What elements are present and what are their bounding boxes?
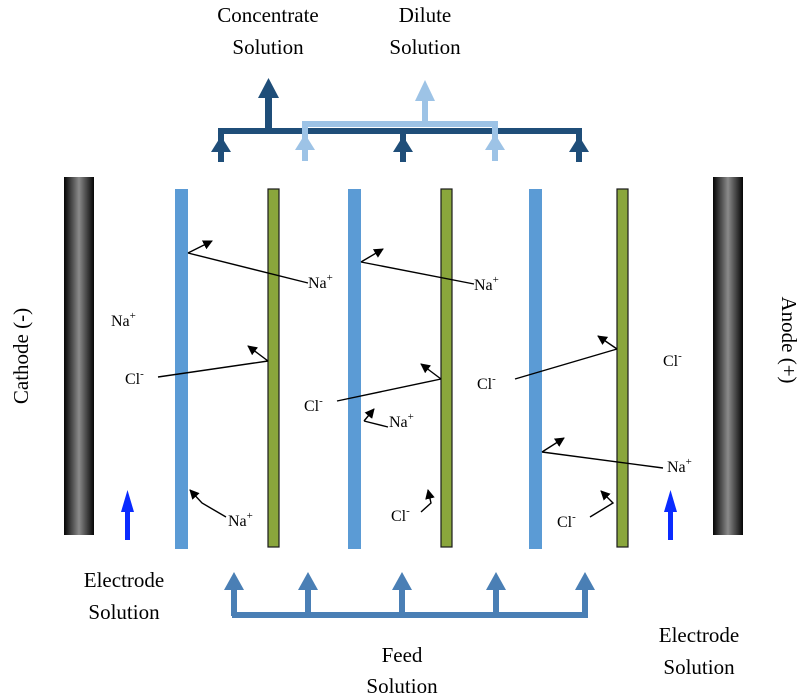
electrode-solution-right-line1: Electrode [659,623,739,647]
concentrate-riser-arrow-3 [569,136,589,152]
anode-electrode [713,177,743,535]
feed-manifold-bar [232,612,588,618]
ion-migration-paths [157,240,664,518]
cathode-electrode [64,177,94,535]
dilute-title-line2: Solution [389,35,461,59]
feed-solution-line1: Feed [382,643,423,667]
na-ion-4: Na+ [667,456,692,476]
cation-membrane-1 [175,189,188,549]
cl-arrow-1 [247,345,269,362]
cation-membrane-2 [348,189,361,549]
cl-path-1 [157,360,269,378]
feed-riser-arrow-1 [224,572,244,590]
anion-membrane-2 [440,188,453,548]
na-ion-2: Na+ [474,274,499,294]
dilute-outlet-stem [422,98,428,124]
na-path-3 [541,451,664,469]
cathode-flow-shaft [125,510,130,540]
cathode-label: Cathode (-) [9,308,33,404]
na-path-5 [189,489,227,518]
feed-manifold [224,572,595,618]
concentrate-riser-arrow-2 [393,136,413,152]
cl-arrow-2 [420,363,442,380]
na-path-1 [187,252,309,284]
cl-path-2 [336,378,442,402]
feed-riser-arrow-2 [298,572,318,590]
concentrate-outlet-stem [265,96,272,132]
na-path-4 [363,420,389,428]
electrode-solution-right-line2: Solution [663,655,735,679]
cathode-flow-arrow [121,490,134,540]
cathode-flow-head [121,490,134,512]
cl-path-4 [420,489,435,513]
concentrate-title-line2: Solution [232,35,304,59]
cl-path-5 [589,490,615,518]
cl-ion-5: Cl- [557,511,576,531]
feed-solution-line2: Solution [366,674,438,698]
cl-ion-3: Cl- [477,373,496,393]
electrode-solution-left-line1: Electrode [84,568,164,592]
electrode-solution-left-line2: Solution [88,600,160,624]
cl-arrow-3 [597,335,618,350]
feed-riser-1 [231,588,237,616]
na-ion-3: Na+ [389,411,414,431]
na-ion-cathode: Na+ [111,310,136,330]
concentrate-manifold [211,78,589,162]
na-arrow-2 [360,248,384,263]
feed-riser-5 [582,588,588,616]
na-ion-1: Na+ [308,272,333,292]
feed-riser-4 [493,588,499,616]
concentrate-riser-arrow-1 [211,136,231,152]
dilute-manifold [295,80,505,161]
anode-flow-shaft [668,510,673,540]
dilute-riser-arrow-1 [295,134,315,150]
concentrate-outlet-arrow [258,78,279,98]
anode-flow-arrow [664,490,677,540]
cation-membrane-3 [529,189,542,549]
na-path-2 [360,261,475,285]
na-arrow-1 [187,240,213,254]
feed-riser-2 [305,588,311,616]
cl-ion-1: Cl- [125,368,144,388]
cl-path-3 [514,348,618,380]
na-ion-5: Na+ [228,510,253,530]
na-arrow-3 [541,437,565,453]
feed-riser-arrow-3 [392,572,412,590]
cl-ion-2: Cl- [304,395,323,415]
dilute-riser-arrow-2 [485,134,505,150]
feed-riser-arrow-5 [575,572,595,590]
cl-ion-4: Cl- [391,505,410,525]
concentrate-title-line1: Concentrate [217,3,318,27]
na-arrow-4 [363,408,375,422]
anion-membrane-3 [616,188,629,548]
anode-label: Anode (+) [777,296,800,383]
anode-flow-head [664,490,677,512]
feed-riser-3 [399,588,405,616]
dilute-manifold-bar [302,121,498,127]
dilute-title-line1: Dilute [399,3,452,27]
feed-riser-arrow-4 [486,572,506,590]
anion-membrane-1 [267,188,280,548]
dilute-outlet-arrow [415,80,435,101]
cl-ion-anode: Cl- [663,350,682,370]
